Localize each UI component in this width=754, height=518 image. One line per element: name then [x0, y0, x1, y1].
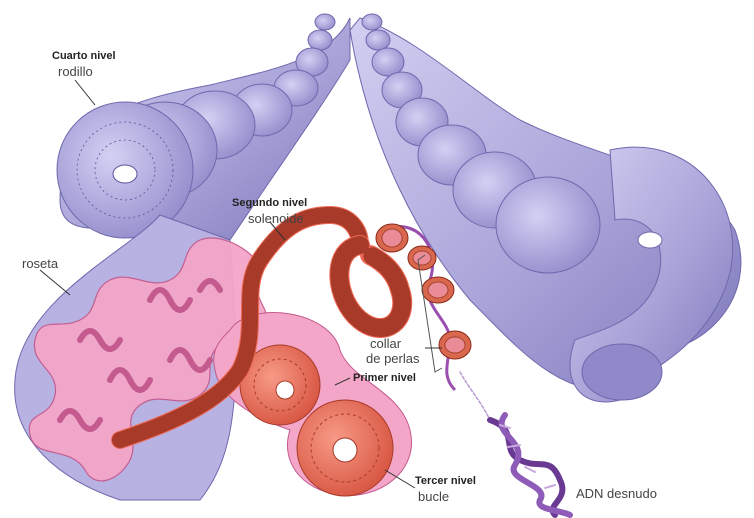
cuarto-nivel-label: Cuarto nivel [52, 50, 116, 62]
solenoide-label: solenoide [248, 211, 304, 226]
rodillo-label: rodillo [58, 64, 93, 79]
rodillo-coil [57, 102, 193, 238]
roseta-label: roseta [22, 256, 58, 271]
bucle-label: bucle [418, 489, 449, 504]
right-coil-hole [638, 232, 662, 248]
right-coil-cut-face [582, 344, 662, 400]
adn-double-helix [460, 372, 570, 515]
bucle-hole [333, 438, 357, 462]
primer-nivel-label: Primer nivel [353, 372, 416, 384]
adn-desnudo-label: ADN desnudo [576, 486, 657, 501]
segundo-nivel-label: Segundo nivel [232, 197, 307, 209]
collar-label-line1: collar [370, 336, 401, 351]
right-chromatid [350, 14, 741, 402]
tercer-nivel-label: Tercer nivel [415, 475, 476, 487]
collar-label-line2: de perlas [366, 351, 419, 366]
